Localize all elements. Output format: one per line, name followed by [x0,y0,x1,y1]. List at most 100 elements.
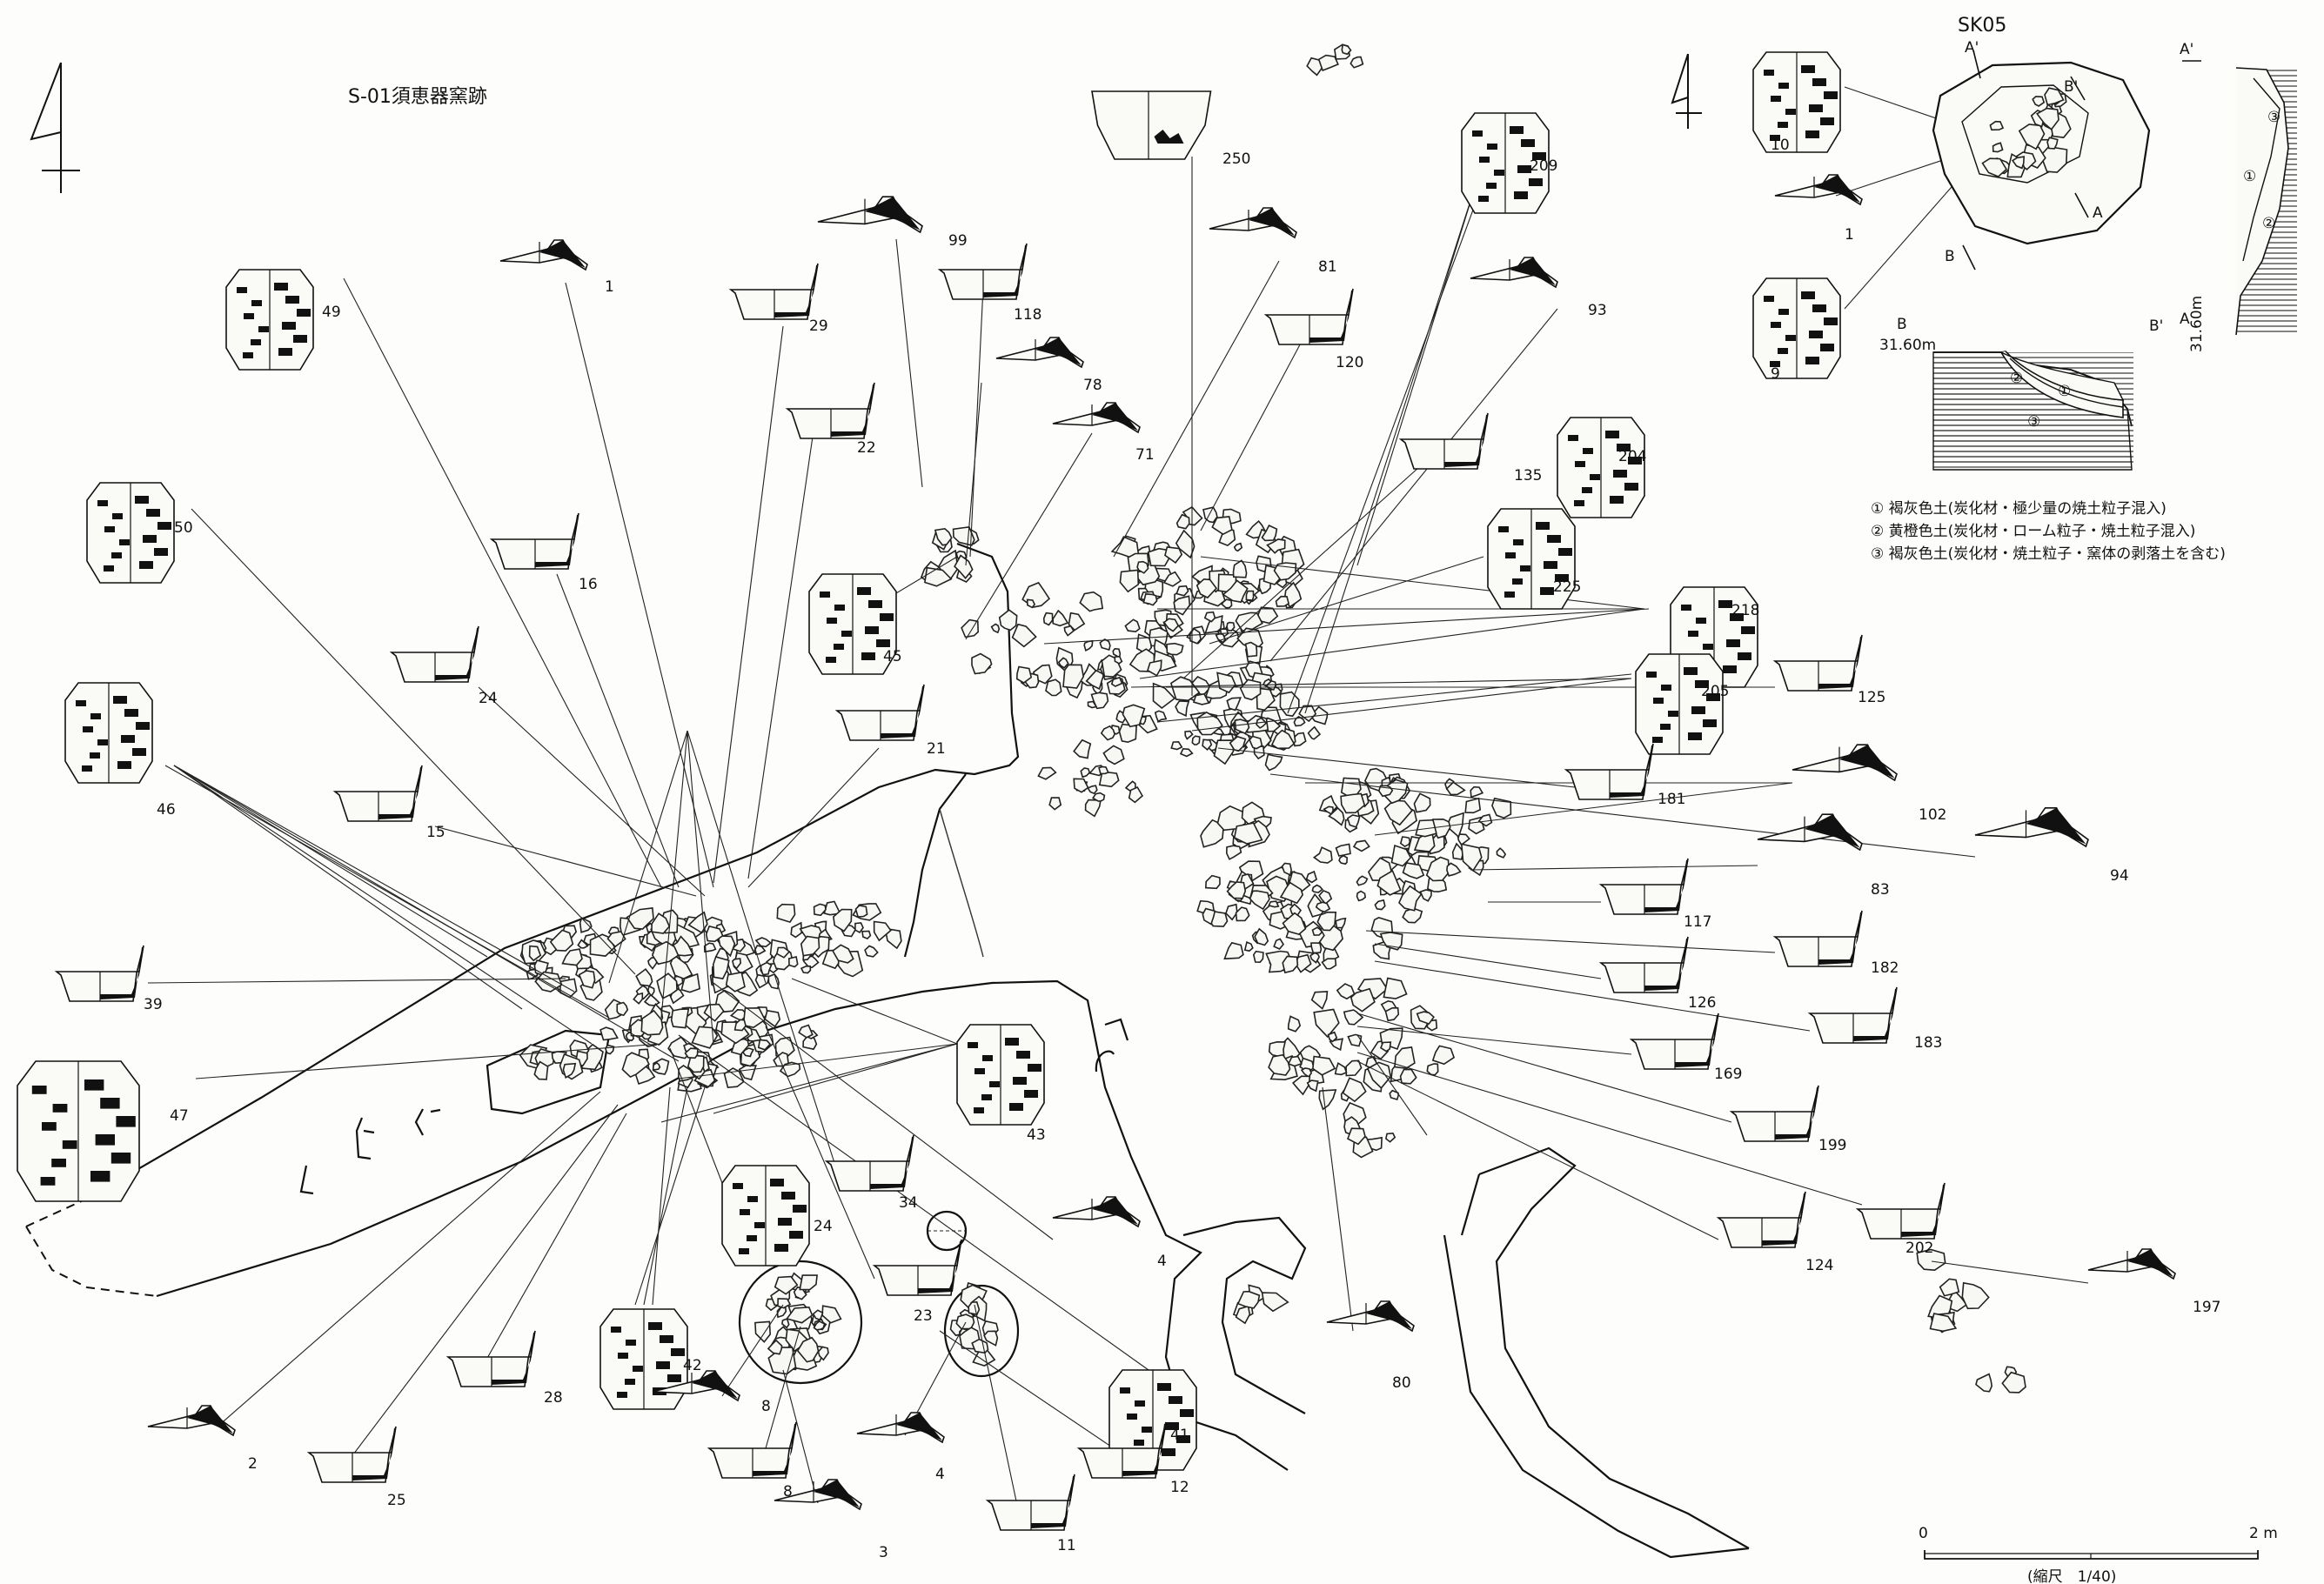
artifact-label: 23 [914,1307,933,1325]
legend-item-2: ② 黄橙色土(炭化材・ローム粒子・焼土粒子混入) [1871,523,2195,540]
artifact-202: 202 [1855,1182,1946,1257]
artifact-120: 120 [1263,288,1363,371]
leader-line [782,1369,819,1504]
artifact-24: 24 [721,1165,833,1267]
leader-line [895,238,923,488]
leader-line [969,286,984,558]
artifact-3: 3 [774,1479,888,1561]
artifact-label: 4 [935,1466,945,1483]
leader-line [1365,930,1776,953]
leader-line [1113,260,1280,558]
leader-line [1156,673,1632,723]
inset-north-arrow-icon [1671,53,1702,129]
svg-text:B': B' [2064,78,2078,96]
svg-text:①: ① [2243,168,2256,185]
artifact-label: 8 [761,1398,771,1415]
leader-line [652,1086,671,1306]
artifact-102: 102 [1792,744,1946,824]
artifact-12: 12 [1076,1421,1189,1496]
artifact-label: 11 [1057,1537,1076,1554]
leader-line [765,1326,801,1449]
leader-line [565,282,714,888]
inset-sk05: SK05 A' B' A B B 31.60m ② ① ③ A' ③ ① ② B… [1879,15,2297,471]
artifact-118: 118 [937,243,1041,324]
artifact-label: 24 [479,690,498,707]
artifact-135: 135 [1398,412,1542,485]
artifact-label: 120 [1336,354,1363,371]
artifact-label: 99 [948,232,968,250]
artifact-4: 4 [1052,1196,1167,1270]
artifact-label: 209 [1530,157,1557,175]
circular-pits [738,1018,1129,1385]
leader-line [1269,308,1558,662]
artifact-label: 16 [579,576,598,593]
leader-line [1287,169,1489,714]
artifact-label: 43 [1027,1126,1046,1144]
artifact-199: 199 [1729,1085,1846,1154]
artifact-25: 25 [306,1426,406,1509]
artifact-183: 183 [1807,986,1942,1052]
sherd-scatter [519,43,2026,1394]
artifact-50: 50 [86,482,193,584]
svg-text:②: ② [2262,215,2275,232]
artifact-182: 182 [1772,910,1899,977]
artifact-1: 1 [499,239,614,296]
leader-line [1322,1086,1354,1332]
artifact-label: 126 [1688,994,1716,1012]
leader-line [217,1091,601,1427]
artifact-label: 169 [1714,1066,1742,1083]
leader-line [774,973,836,1166]
svg-text:B': B' [2149,317,2163,335]
artifact-11: 11 [985,1474,1076,1554]
artifact-label: 78 [1083,377,1102,394]
artifact-80: 80 [1326,1300,1415,1392]
artifact-label: 8 [783,1483,793,1500]
artifact-label: 135 [1514,467,1542,485]
artifact-label: 80 [1392,1374,1411,1392]
artifact-label: 39 [144,996,163,1013]
leader-line [765,1026,875,1280]
artifact-label: 124 [1805,1257,1833,1274]
leader-line [1356,1026,1632,1055]
artifact-117: 117 [1598,858,1711,931]
artifact-16: 16 [489,512,598,593]
leader-line [1209,556,1484,645]
artifact-label: 22 [857,439,876,457]
artifact-label: 47 [170,1107,189,1125]
leader-line [147,978,566,984]
artifact-label: 117 [1684,913,1711,931]
artifact-169: 169 [1629,1013,1742,1083]
leader-line [747,430,814,879]
leader-line [1356,1060,1719,1240]
scale-start: 0 [1919,1525,1928,1542]
artifact-83: 83 [1757,813,1890,899]
artifact-94: 94 [1974,807,2129,885]
artifact-197: 197 [2087,1248,2220,1316]
artifact-204: 204 [1557,417,1646,518]
leader-line [965,382,982,566]
svg-text:A': A' [1965,39,1979,57]
artifact-label: 102 [1919,806,1946,824]
artifact-label: 205 [1701,683,1729,700]
artifact-label: 81 [1318,258,1337,276]
artifact-label: 204 [1618,448,1646,465]
artifact-label: 25 [387,1492,406,1509]
artifact-99: 99 [817,196,968,250]
artifact-15: 15 [332,765,445,841]
leader-line [191,508,636,975]
page-title: S-01須恵器窯跡 [348,86,487,108]
artifact-label: 218 [1731,602,1759,619]
artifact-label: 15 [426,824,445,841]
leader-line [343,277,662,888]
svg-text:③: ③ [2267,109,2280,126]
kiln-outline [25,542,1750,1559]
artifact-22: 22 [785,382,876,457]
leader-line [1217,747,1576,788]
artifact-43: 43 [956,1024,1046,1144]
artifact-label: 49 [322,304,341,321]
artifact-209: 209 [1461,112,1557,214]
artifact-label: 21 [927,740,946,758]
artifact-label: 83 [1871,881,1890,899]
artifact-label: 93 [1588,302,1607,319]
